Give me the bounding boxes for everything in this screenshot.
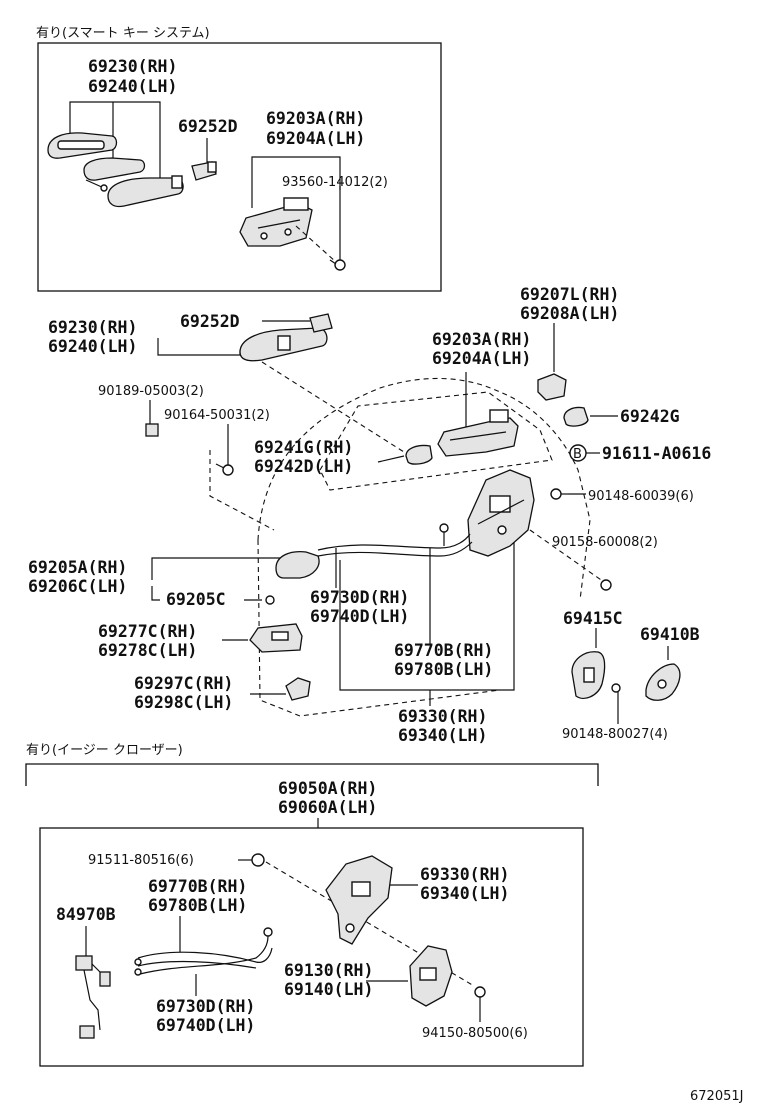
label-69252D: 69252D [180,312,240,331]
smart-key-box [37,42,442,292]
cover-69252D [309,313,333,333]
bolt-90158 [529,529,612,591]
easy-closer-bracket [25,763,599,786]
label-e-69770B: 69770B(RH) [148,877,247,896]
label-84970B: 84970B [56,905,116,924]
smart-key-header: 有り(スマート キー システム) [36,26,210,41]
bezel-69277C [249,623,303,653]
easy-closer-header: 有り(イージー クローザー) [26,743,183,758]
label-90148-80027: 90148-80027(4) [562,727,668,742]
striker-69410B [645,663,681,701]
s1-label-69240: 69240(LH) [88,77,177,96]
main-leader-lines [149,320,669,724]
striker-69415C [571,651,606,699]
cap-69207L [537,373,567,401]
screw-90164 [215,463,234,476]
label-69205A: 69205A(RH) [28,558,127,577]
label-69278C: 69278C(LH) [98,641,197,660]
label-69140: 69140(LH) [284,980,373,999]
s1-leader-lines [69,101,341,262]
s1-label-69230: 69230(RH) [88,57,177,76]
label-69340: 69340(LH) [398,726,487,745]
label-e-69730D: 69730D(RH) [156,997,255,1016]
s1-outer-handle-rh [47,132,118,159]
label-69208A: 69208A(LH) [520,304,619,323]
gasket-69241G [405,444,433,465]
e-harness-84970B [75,955,111,1039]
inner-handle-69205A [275,550,320,579]
clip-90189 [145,423,159,437]
s1-label-93560: 93560-14012(2) [282,175,388,190]
label-e-69330: 69330(RH) [420,865,509,884]
cap-69297C [285,677,311,701]
label-91611: 91611-A0616 [602,444,711,463]
label-69060A: 69060A(LH) [278,798,377,817]
label-e-69780B: 69780B(LH) [148,896,247,915]
bolt-90148-60039 [550,488,568,500]
b-marker: B [573,447,582,462]
label-69740D: 69740D(LH) [310,607,409,626]
door-outline [209,377,591,717]
s1-cover-69252D [191,161,217,181]
label-69050A: 69050A(RH) [278,779,377,798]
s1-label-69252D: 69252D [178,117,238,136]
label-69780B: 69780B(LH) [394,660,493,679]
label-69298C: 69298C(LH) [134,693,233,712]
s1-outer-handle-lower [107,175,184,208]
label-94150: 94150-80500(6) [422,1026,528,1041]
label-91511: 91511-80516(6) [88,853,194,868]
label-69205C: 69205C [166,590,226,609]
label-69207L: 69207L(RH) [520,285,619,304]
label-e-69740D: 69740D(LH) [156,1016,255,1035]
label-e-69340: 69340(LH) [420,884,509,903]
outer-handle [239,327,328,362]
label-90148-60039: 90148-60039(6) [588,489,694,504]
bolt-90148-80027 [611,683,621,693]
label-69770B: 69770B(RH) [394,641,493,660]
label-90158: 90158-60008(2) [552,535,658,550]
label-69240: 69240(LH) [48,337,137,356]
label-69130: 69130(RH) [284,961,373,980]
label-69203A: 69203A(RH) [432,330,531,349]
diagram-code: 672051J [690,1089,743,1104]
label-69330: 69330(RH) [398,707,487,726]
label-69297C: 69297C(RH) [134,674,233,693]
label-69410B: 69410B [640,625,700,644]
label-69206C: 69206C(LH) [28,577,127,596]
label-90164: 90164-50031(2) [164,408,270,423]
label-69241G: 69241G(RH) [254,438,353,457]
e-closer-69130 [409,945,453,1007]
label-90189: 90189-05003(2) [98,384,204,399]
s1-bolt-93560 [295,225,346,271]
label-69415C: 69415C [563,609,623,628]
frame-69203A [437,409,519,457]
label-69242G: 69242G [620,407,680,426]
e-lock-69330 [325,855,393,945]
e-cables [134,927,273,976]
s1-label-69204A: 69204A(LH) [266,129,365,148]
label-69230: 69230(RH) [48,318,137,337]
e-bolt-94150 [474,986,486,998]
cables-main [317,523,473,557]
label-69277C: 69277C(RH) [98,622,197,641]
e-screw-91511 [251,853,265,867]
s1-outer-handle-lh [83,157,146,192]
dash-handle-link [261,361,405,453]
screw-69205C [265,595,275,605]
s1-frame-69203A [239,197,313,247]
label-69730D: 69730D(RH) [310,588,409,607]
lock-assembly [467,469,535,557]
s1-label-69203A: 69203A(RH) [266,109,365,128]
gasket-69242G [563,406,589,427]
label-69242D: 69242D(LH) [254,457,353,476]
easy-closer-box [39,827,584,1067]
label-69204A: 69204A(LH) [432,349,531,368]
